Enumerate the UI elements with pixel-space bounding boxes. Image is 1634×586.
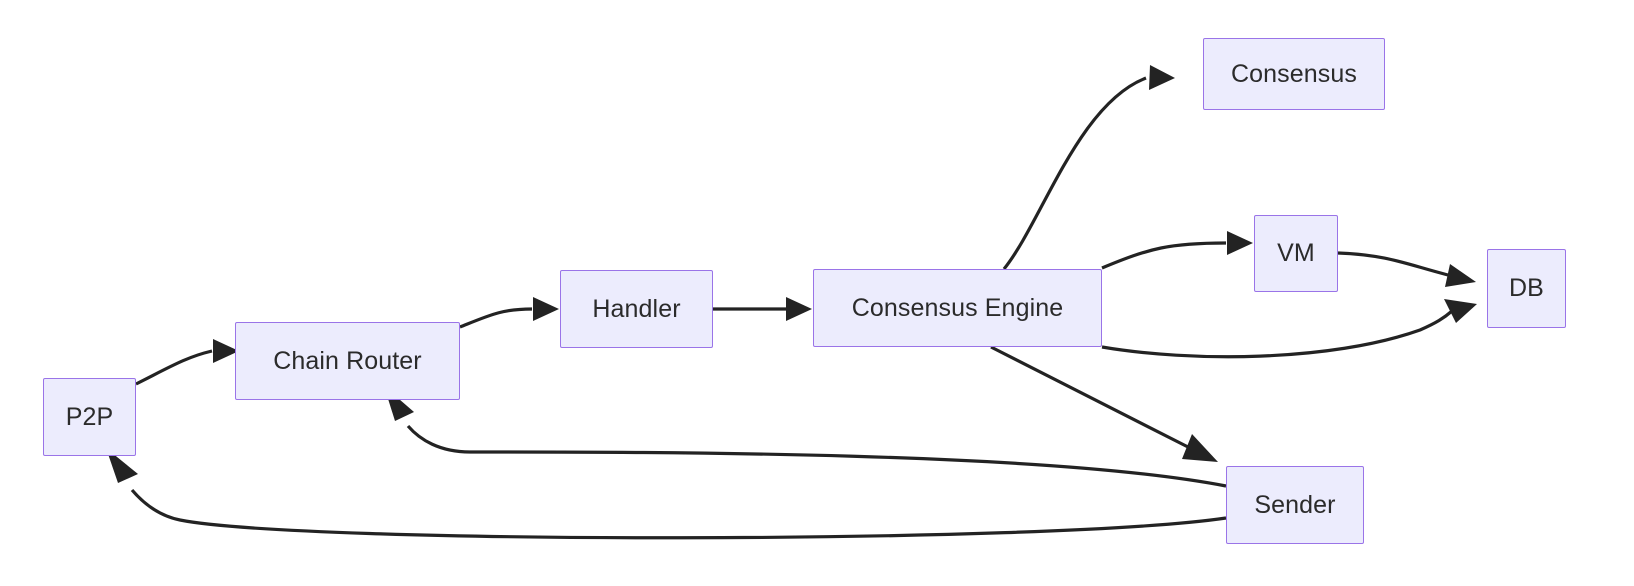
edge-sender-to-p2p: [106, 448, 1227, 540]
node-label-sender: Sender: [1254, 490, 1336, 519]
edge-consensus-engine-to-db: [1101, 299, 1477, 359]
node-consensus[interactable]: Consensus: [1203, 38, 1385, 110]
edge-p2p-to-chain-router: [135, 339, 239, 386]
edge-consensus-engine-to-consensus: [1002, 65, 1175, 271]
node-label-consensus-engine: Consensus Engine: [851, 293, 1064, 322]
node-label-handler: Handler: [592, 294, 681, 323]
node-db[interactable]: DB: [1487, 249, 1566, 328]
node-label-p2p: P2P: [65, 402, 114, 431]
edge-vm-to-db: [1337, 251, 1476, 287]
node-vm[interactable]: VM: [1254, 215, 1338, 292]
edge-consensus-engine-to-vm: [1101, 231, 1253, 270]
node-label-chain-router: Chain Router: [273, 346, 422, 375]
node-label-vm: VM: [1277, 239, 1315, 267]
node-handler[interactable]: Handler: [560, 270, 713, 348]
node-label-consensus: Consensus: [1231, 59, 1357, 88]
node-consensus-engine[interactable]: Consensus Engine: [813, 269, 1102, 347]
edge-consensus-engine-to-sender: [990, 345, 1218, 462]
node-label-db: DB: [1509, 274, 1544, 302]
node-p2p[interactable]: P2P: [43, 378, 136, 456]
edge-chain-router-to-handler: [459, 297, 559, 329]
node-sender[interactable]: Sender: [1226, 466, 1364, 544]
edge-handler-to-consensus-engine: [713, 297, 812, 321]
node-chain-router[interactable]: Chain Router: [235, 322, 460, 400]
